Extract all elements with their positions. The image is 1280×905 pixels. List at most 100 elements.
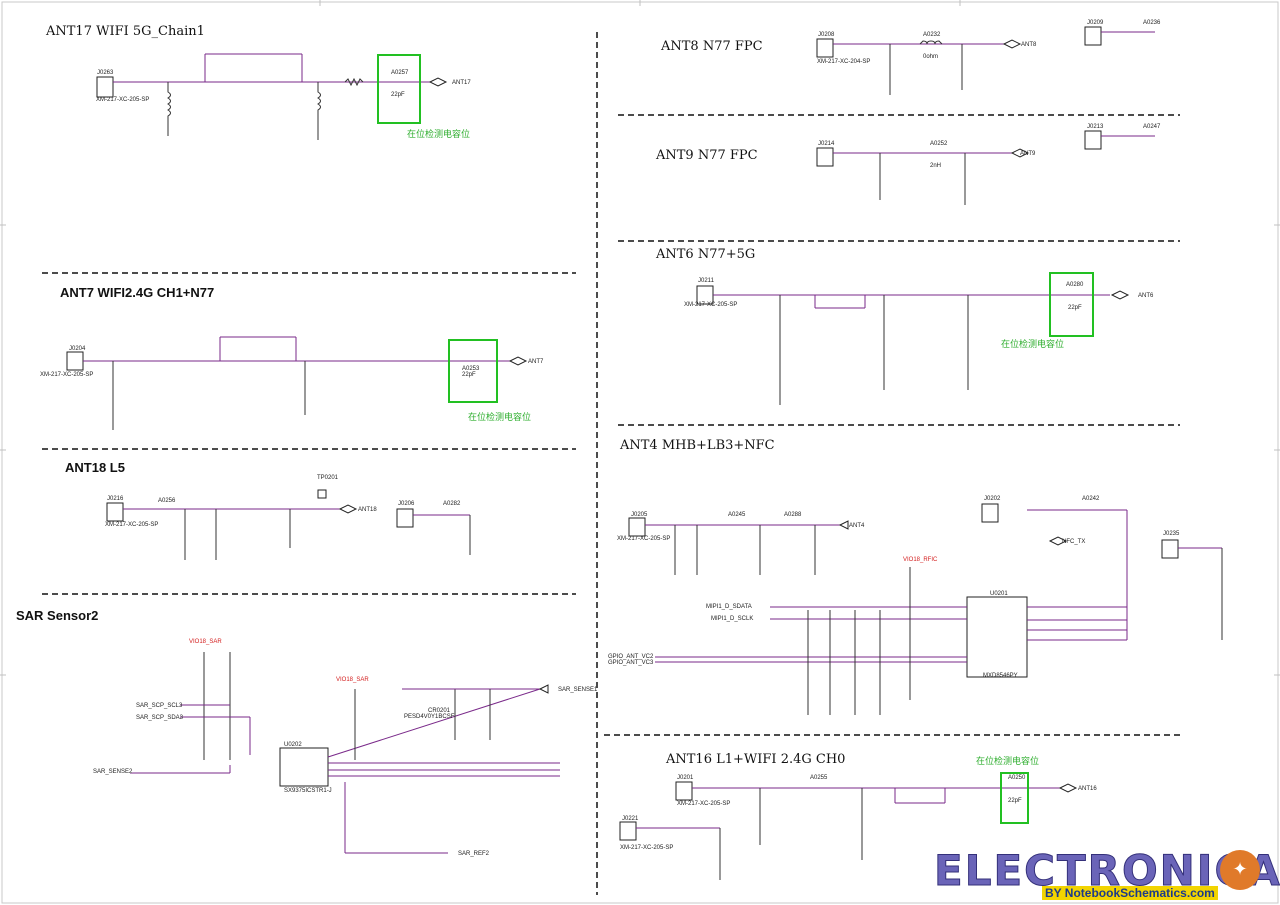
note-ant7: 在位检测电容位 [468, 413, 532, 423]
title-ant8: ANT8 N77 FPC [661, 39, 763, 54]
note-ant17: 在位检测电容位 [407, 130, 471, 140]
label-mipi-sdata: MIPI1_D_SDATA [706, 604, 752, 610]
label-port-ant8: ANT8 [1021, 42, 1037, 48]
ant18-arrow [338, 504, 358, 514]
label-j0205: J0205 [631, 512, 648, 518]
label-u0201-part: MXD8546PY [983, 673, 1018, 679]
label-a0252-val: 2nH [930, 163, 941, 169]
label-j0263: J0263 [97, 70, 114, 76]
label-a0253: A0253 [462, 366, 480, 372]
nfc-arrow [1048, 536, 1068, 546]
label-conn-ant16b: XM-217-XC-205-SP [620, 845, 673, 851]
ant7-circuit [66, 336, 510, 430]
ant7-detect-box [448, 339, 498, 403]
label-j0235: J0235 [1163, 531, 1180, 537]
ant6-arrow [1110, 290, 1130, 300]
label-sense1: SAR_SENSE1 [558, 687, 598, 693]
label-gpio2: GPIO_ANT_VC3 [608, 660, 654, 666]
title-ant7: ANT7 WIFI2.4G CH1+N77 [60, 285, 215, 300]
title-ant9: ANT9 N77 FPC [656, 148, 758, 163]
label-conn-ant17: XM-217-XC-205-SP [96, 97, 149, 103]
logo-url: BY NotebookSchematics.com [1042, 886, 1218, 900]
label-j0213: J0213 [1087, 124, 1104, 130]
label-ref2: SAR_REF2 [458, 851, 490, 857]
ant17-arrow [428, 77, 448, 87]
label-sense2: SAR_SENSE2 [93, 769, 133, 775]
label-port-ant16: ANT16 [1078, 786, 1097, 792]
label-conn-ant4: XM-217-XC-205-SP [617, 536, 670, 542]
note-ant16: 在位检测电容位 [976, 757, 1040, 767]
label-j0201: J0201 [677, 775, 694, 781]
title-ant4: ANT4 MHB+LB3+NFC [620, 438, 775, 453]
ant9-circuit [816, 130, 1155, 205]
frame-ticks [0, 0, 1280, 676]
ant18-circuit [106, 489, 471, 560]
label-a0242: A0242 [1082, 496, 1100, 502]
label-a0252: A0252 [930, 141, 948, 147]
sar-circuit [130, 652, 560, 854]
label-a0236: A0236 [1143, 20, 1161, 26]
label-a0257-val: 22pF [391, 92, 405, 98]
ant16-circuit [619, 781, 1060, 880]
ant8-circuit [816, 26, 1155, 95]
label-a0255: A0255 [810, 775, 828, 781]
ant4-arrow [838, 520, 849, 530]
label-tp0201: TP0201 [317, 475, 339, 481]
label-conn-ant16: XM-217-XC-205-SP [677, 801, 730, 807]
label-a0247: A0247 [1143, 124, 1161, 130]
label-u0202: U0202 [284, 742, 302, 748]
ant6-circuit [696, 285, 1110, 405]
label-j0204: J0204 [69, 346, 86, 352]
sar-sense1-arrow [538, 684, 549, 694]
label-j0206: J0206 [398, 501, 415, 507]
label-cr0201: CR0201 [428, 708, 451, 714]
ant4-circuit [628, 503, 1223, 715]
label-j0221: J0221 [622, 816, 639, 822]
label-sda: SAR_SCP_SDA3 [136, 715, 184, 721]
label-a0253-val: 22pF [462, 372, 476, 378]
label-port-ant18: ANT18 [358, 507, 377, 513]
label-j0214: J0214 [818, 141, 835, 147]
label-mipi-sclk: MIPI1_D_SCLK [711, 616, 753, 622]
label-a0245: A0245 [728, 512, 746, 518]
ant6-detect-box [1049, 272, 1094, 337]
label-scl: SAR_SCP_SCL3 [136, 703, 183, 709]
title-ant6: ANT6 N77+5G [656, 247, 756, 262]
label-cr0201-part: PESD4V0Y1BCSF [404, 714, 455, 720]
label-u0201: U0201 [990, 591, 1008, 597]
label-conn-ant6: XM-217-XC-205-SP [684, 302, 737, 308]
label-a0282: A0282 [443, 501, 461, 507]
logo-badge-icon: ✦ [1220, 850, 1260, 890]
ant16-arrow [1058, 783, 1078, 793]
label-port-ant7: ANT7 [528, 359, 544, 365]
label-a0280-val: 22pF [1068, 305, 1082, 311]
title-sar: SAR Sensor2 [16, 608, 99, 623]
label-a0250: A0250 [1008, 775, 1026, 781]
label-a0232: A0232 [923, 32, 941, 38]
label-j0202: J0202 [984, 496, 1001, 502]
title-ant18: ANT18 L5 [65, 460, 125, 475]
label-gpio1: GPIO_ANT_VC2 [608, 654, 654, 660]
label-a0250-val: 22pF [1008, 798, 1022, 804]
label-a0288: A0288 [784, 512, 802, 518]
title-ant16: ANT16 L1+WIFI 2.4G CH0 [666, 752, 846, 767]
rail-vio18-sar: VIO18_SAR [189, 639, 222, 645]
label-conn-ant8: XM-217-XC-204-SP [817, 59, 870, 65]
label-j0211: J0211 [698, 278, 715, 284]
label-nfc: NFC_TX [1062, 539, 1085, 545]
ant7-arrow [508, 356, 528, 366]
section-dividers [42, 32, 1180, 895]
label-a0280: A0280 [1066, 282, 1084, 288]
label-port-ant17: ANT17 [452, 80, 471, 86]
watermark-logo: ELECTRONICA BY NotebookSchematics.com ✦ [934, 846, 1280, 905]
label-a0256: A0256 [158, 498, 176, 504]
label-j0208: J0208 [818, 32, 835, 38]
label-port-ant4: ANT4 [849, 523, 865, 529]
label-conn-ant7: XM-217-XC-205-SP [40, 372, 93, 378]
label-j0216: J0216 [107, 496, 124, 502]
label-a0257: A0257 [391, 70, 409, 76]
note-ant6: 在位检测电容位 [1001, 340, 1065, 350]
ant16-detect-box [1000, 772, 1029, 824]
label-port-ant6: ANT6 [1138, 293, 1154, 299]
